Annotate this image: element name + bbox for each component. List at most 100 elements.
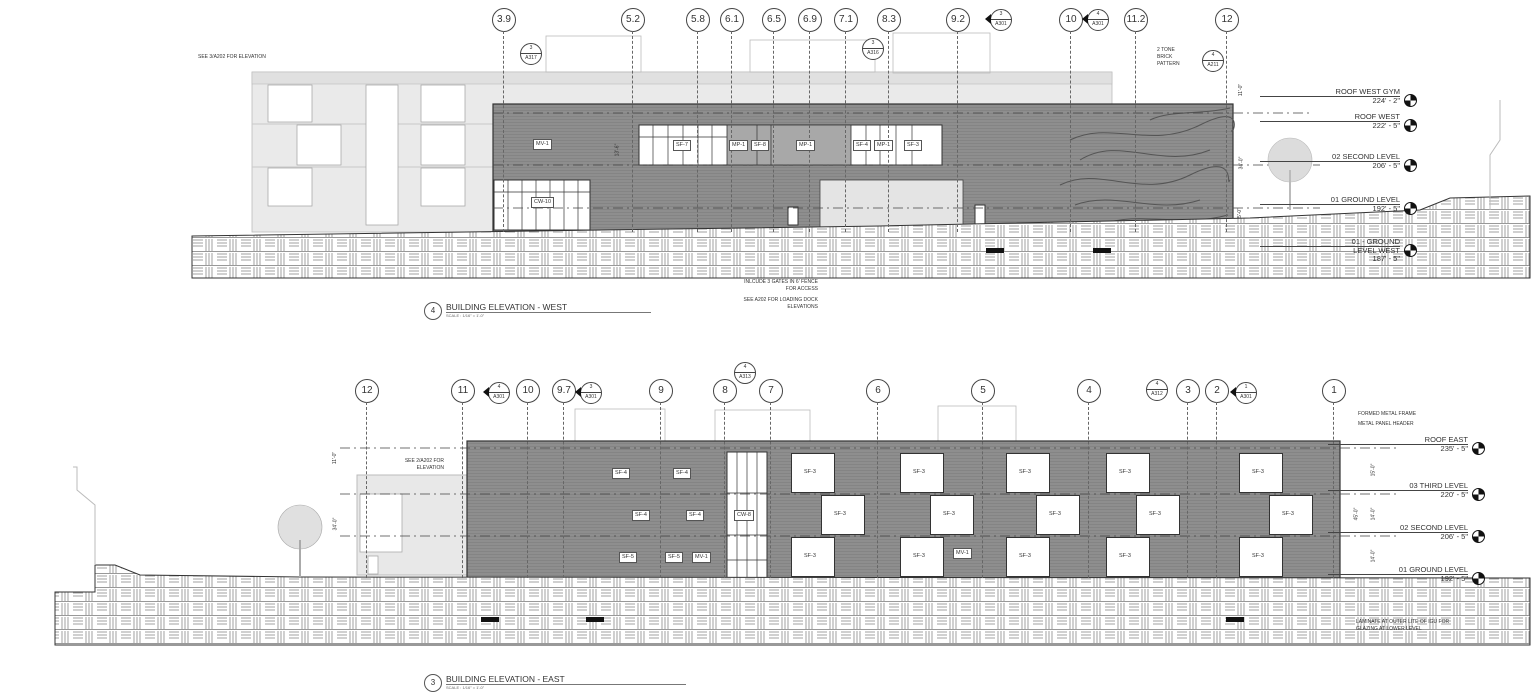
grid-line bbox=[982, 402, 983, 578]
grid-bubble: 1 bbox=[1322, 379, 1346, 403]
level-datum-icon bbox=[1404, 159, 1417, 172]
material-tag: SF-3 bbox=[1018, 468, 1032, 477]
material-tag: SF-3 bbox=[912, 468, 926, 477]
grid-line bbox=[773, 31, 774, 232]
grid-line bbox=[877, 402, 878, 578]
east-scale: SCALE : 1/16" = 1'-0" bbox=[446, 685, 485, 690]
marker-number: 4 bbox=[489, 383, 509, 393]
marker-sheet: A301 bbox=[1240, 394, 1252, 400]
material-tag: SF-3 bbox=[833, 510, 847, 519]
material-tag: SF-5 bbox=[619, 552, 637, 563]
grid-bubble: 6.1 bbox=[720, 8, 744, 32]
grid-bubble: 4 bbox=[1077, 379, 1101, 403]
grid-bubble: 10 bbox=[516, 379, 540, 403]
level-datum-icon bbox=[1472, 488, 1485, 501]
material-tag: SF-3 bbox=[1048, 510, 1062, 519]
material-tag: MV-1 bbox=[533, 139, 552, 150]
note-line: INLCUDE 3 GATES IN 6' FENCE bbox=[744, 279, 818, 285]
grid-bubble: 2 bbox=[1205, 379, 1229, 403]
level-elevation: 220' - 5" bbox=[1440, 490, 1468, 499]
material-tag: SF-3 bbox=[1251, 552, 1265, 561]
note-loading-dock: SEE A202 FOR LOADING DOCK ELEVATIONS bbox=[700, 297, 818, 311]
grid-bubble: 8.3 bbox=[877, 8, 901, 32]
material-tag: SF-3 bbox=[1148, 510, 1162, 519]
marker-sheet: A301 bbox=[1092, 21, 1104, 27]
note-formed-metal-frame: FORMED METAL FRAME bbox=[1358, 411, 1417, 417]
level-datum-icon bbox=[1472, 442, 1485, 455]
marker-sheet: A313 bbox=[739, 374, 751, 380]
level-name: 02 SECOND LEVEL bbox=[1260, 153, 1400, 162]
level-elevation: 222' - 5" bbox=[1372, 121, 1400, 130]
grid-bubble: 8 bbox=[713, 379, 737, 403]
note-line: GLAZING AT LOWER LEVEL bbox=[1356, 626, 1422, 632]
marker-number: 4 bbox=[1088, 10, 1108, 20]
grid-line bbox=[888, 31, 889, 232]
note-see-2a202: SEE 2/A202 FOR ELEVATION bbox=[378, 458, 444, 472]
level-elevation: 192' - 5" bbox=[1440, 574, 1468, 583]
level-datum-icon bbox=[1404, 244, 1417, 257]
material-tag: SF-3 bbox=[942, 510, 956, 519]
dimension-label: 11'-0" bbox=[1238, 83, 1245, 97]
grid-bubble: 9.7 bbox=[552, 379, 576, 403]
marker-sheet: A301 bbox=[995, 21, 1007, 27]
level-elevation: 224' - 2" bbox=[1372, 96, 1400, 105]
marker-sheet: A211 bbox=[1207, 62, 1219, 68]
note-line: FOR ACCESS bbox=[785, 286, 818, 292]
section-arrow-icon bbox=[1082, 14, 1088, 24]
material-tag: MP-1 bbox=[796, 140, 816, 151]
level-datum-icon bbox=[1472, 572, 1485, 585]
grid-line bbox=[366, 402, 367, 578]
grid-bubble: 6.9 bbox=[798, 8, 822, 32]
grid-line bbox=[809, 31, 810, 232]
material-tag: SF-3 bbox=[1118, 552, 1132, 561]
dimension-label: 34'-0" bbox=[332, 517, 339, 531]
note-line: SEE 2/A202 FOR bbox=[404, 458, 444, 464]
grid-line bbox=[724, 402, 725, 578]
dimension-label: 34'-0" bbox=[1238, 156, 1245, 170]
level-elevation: 206' - 5" bbox=[1372, 161, 1400, 170]
note-see-3a202: SEE 3/A202 FOR ELEVATION bbox=[198, 54, 266, 60]
loading-dock bbox=[819, 179, 964, 231]
level-name: ROOF WEST bbox=[1260, 113, 1400, 122]
dimension-label: 45'-0" bbox=[1353, 507, 1360, 521]
section-arrow-icon bbox=[985, 14, 991, 24]
section-arrow-icon bbox=[575, 387, 581, 397]
marker-number: 3 bbox=[581, 383, 601, 393]
dimension-label: 14'-0" bbox=[1370, 507, 1377, 521]
grid-bubble: 5 bbox=[971, 379, 995, 403]
east-title: BUILDING ELEVATION - EAST bbox=[446, 674, 686, 685]
material-tag: MV-1 bbox=[692, 552, 711, 563]
marker-number: 4 bbox=[735, 363, 755, 373]
grid-line bbox=[1070, 31, 1071, 232]
marker-number: 3 bbox=[991, 10, 1011, 20]
note-line: BRICK bbox=[1157, 54, 1173, 60]
level-name: LEVEL WEST bbox=[1353, 246, 1400, 255]
east-title-number: 3 bbox=[424, 674, 442, 692]
level-elevation: 192' - 5" bbox=[1372, 204, 1400, 213]
material-tag: SF-3 bbox=[803, 552, 817, 561]
material-tag: SF-5 bbox=[665, 552, 683, 563]
level-name: 01 - GROUND bbox=[1260, 238, 1400, 247]
marker-sheet: A301 bbox=[493, 394, 505, 400]
level-name: ROOF EAST bbox=[1328, 436, 1468, 445]
marker-sheet: A317 bbox=[525, 55, 537, 61]
grid-bubble: 6.5 bbox=[762, 8, 786, 32]
level-name: 03 THIRD LEVEL bbox=[1328, 482, 1468, 491]
dimension-label: 13'-6" bbox=[614, 143, 621, 157]
level-name: 01 GROUND LEVEL bbox=[1260, 196, 1400, 205]
material-tag: MP-1 bbox=[874, 140, 894, 151]
level-datum-icon bbox=[1404, 202, 1417, 215]
grid-bubble: 5.8 bbox=[686, 8, 710, 32]
material-tag: SF-3 bbox=[912, 552, 926, 561]
grid-bubble: 11.2 bbox=[1124, 8, 1148, 32]
